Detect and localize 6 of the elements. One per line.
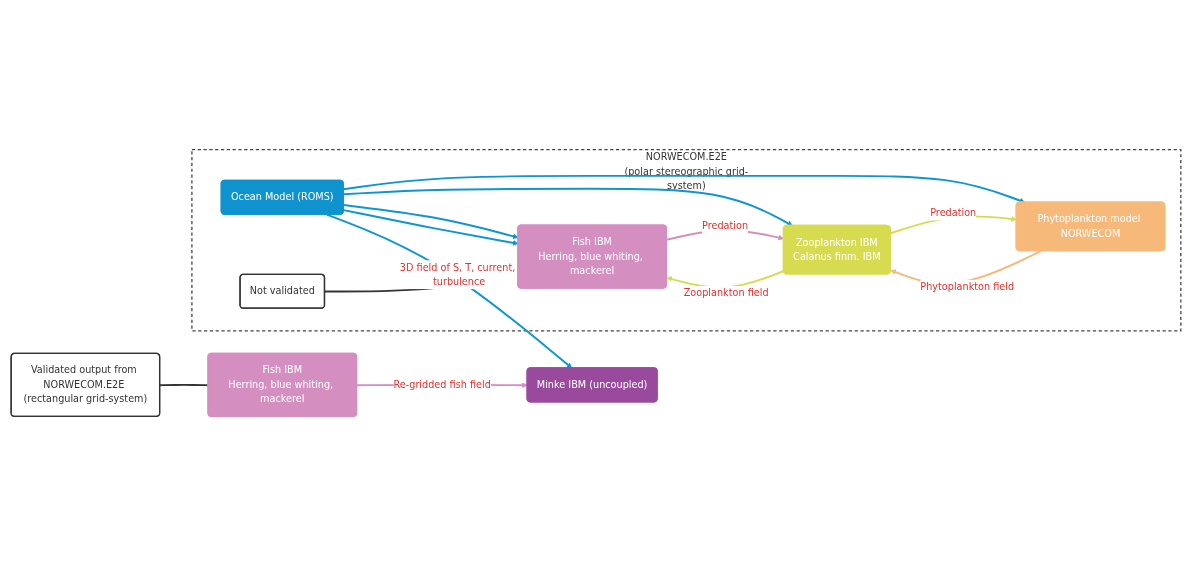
edge-label: Phytoplankton field — [920, 280, 1015, 293]
edge-label: Re-gridded fish field — [393, 378, 491, 391]
edge-label: 3D field of S, T, current, turbulence — [399, 261, 516, 288]
edge-label: Predation — [930, 207, 977, 219]
edge-label: Zooplankton field — [683, 287, 769, 299]
edge-label: Predation — [702, 219, 749, 232]
